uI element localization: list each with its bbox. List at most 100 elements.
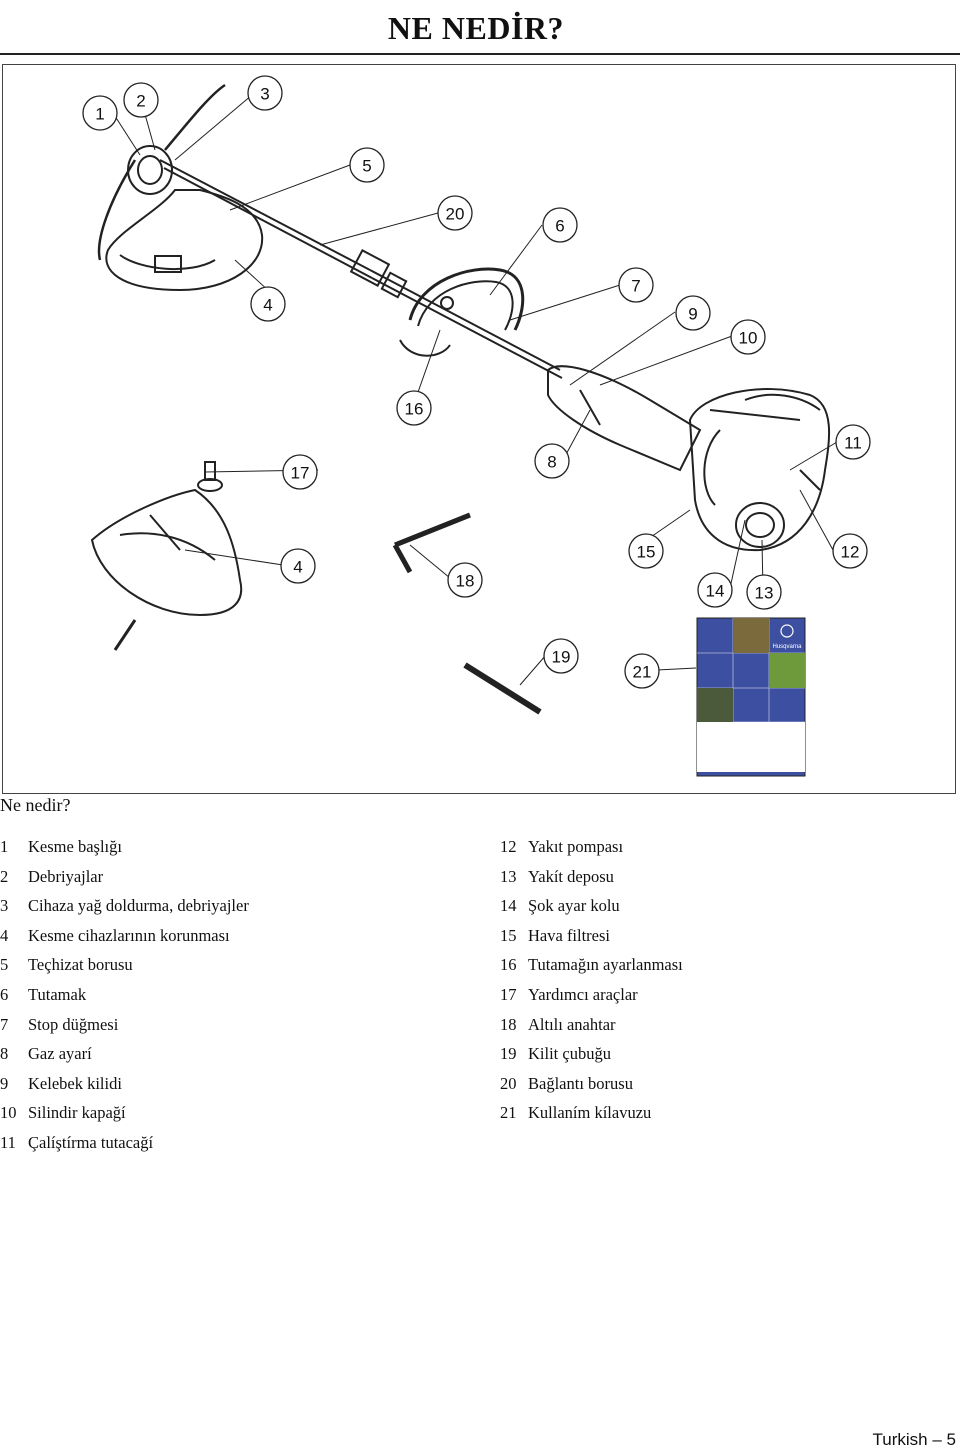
callout-4: 4 xyxy=(250,286,286,322)
husqvarna-logo-icon xyxy=(780,624,794,638)
fuel-tank xyxy=(735,502,785,548)
callout-number: 17 xyxy=(291,464,310,483)
callout-5: 5 xyxy=(349,147,385,183)
loop-handle xyxy=(408,267,525,331)
callout-7: 7 xyxy=(618,267,654,303)
callout-number: 13 xyxy=(755,584,774,603)
callout-number: 6 xyxy=(555,217,564,236)
callout-6: 6 xyxy=(542,207,578,243)
legend-item-label: Tutamağın ayarlanması xyxy=(528,955,683,975)
callout-18: 18 xyxy=(447,562,483,598)
callout-14: 14 xyxy=(697,572,733,608)
callout-number: 4 xyxy=(263,296,272,315)
callout-number: 18 xyxy=(456,572,475,591)
legend-item-label: Teçhizat borusu xyxy=(28,955,133,975)
legend-item-number: 14 xyxy=(500,896,517,916)
legend-item-number: 21 xyxy=(500,1103,517,1123)
legend-item: 10 Silindir kapağí xyxy=(0,1104,249,1134)
throttle-handle xyxy=(547,365,702,472)
callout-number: 9 xyxy=(688,305,697,324)
callout-number: 3 xyxy=(260,85,269,104)
legend-item: 5 Teçhizat borusu xyxy=(0,956,249,986)
guard-accessory xyxy=(90,488,243,617)
legend-item: 16 Tutamağın ayarlanması xyxy=(500,956,683,986)
legend-item-label: Silindir kapağí xyxy=(28,1103,126,1123)
callout-1: 1 xyxy=(82,95,118,131)
callout-3: 3 xyxy=(247,75,283,111)
callout-13: 13 xyxy=(746,574,782,610)
legend-item: 19 Kilit çubuğu xyxy=(500,1045,683,1075)
owners-manual-cover: Husqvarna xyxy=(696,617,806,777)
cutting-guard xyxy=(105,189,264,292)
parts-diagram-frame xyxy=(2,64,956,794)
legend-item-number: 15 xyxy=(500,925,517,945)
callout-number: 21 xyxy=(633,663,652,682)
auxiliary-tool xyxy=(204,461,216,481)
legend-item: 7 Stop düğmesi xyxy=(0,1014,249,1046)
legend-item-number: 11 xyxy=(0,1132,16,1152)
callout-4: 4 xyxy=(280,548,316,584)
allen-key xyxy=(392,512,471,574)
page-footer: Turkish – 5 xyxy=(872,1430,956,1449)
manual-brand: Husqvarna xyxy=(772,644,802,650)
callout-11: 11 xyxy=(835,424,871,460)
legend-item-label: Çalíştírma tutacağí xyxy=(28,1132,154,1152)
callout-number: 20 xyxy=(446,205,465,224)
legend-item-label: Yardımcı araçlar xyxy=(528,984,638,1004)
trimmer-head xyxy=(127,145,173,195)
callout-number: 11 xyxy=(844,434,862,453)
legend-item-label: Şok ayar kolu xyxy=(528,896,620,916)
header-divider xyxy=(0,53,960,55)
legend-item-label: Kilit çubuğu xyxy=(528,1044,611,1064)
legend-item-number: 20 xyxy=(500,1073,517,1093)
callout-2: 2 xyxy=(123,82,159,118)
callout-number: 10 xyxy=(739,329,758,348)
legend-item-number: 2 xyxy=(0,866,9,886)
legend-item-label: Debriyajlar xyxy=(28,866,104,886)
coupling xyxy=(349,249,391,287)
callout-21: 21 xyxy=(624,653,660,689)
legend-item-label: Stop düğmesi xyxy=(28,1014,119,1034)
legend-item-label: Yakít deposu xyxy=(528,866,614,886)
cutting-line xyxy=(97,159,137,261)
callout-number: 12 xyxy=(841,543,860,562)
legend-item-number: 16 xyxy=(500,955,517,975)
legend-item-label: Cihaza yağ doldurma, debriyajler xyxy=(28,896,249,916)
legend-item-number: 5 xyxy=(0,955,9,975)
callout-number: 16 xyxy=(405,400,424,419)
legend-item-number: 7 xyxy=(0,1014,9,1034)
legend-item-label: Yakıt pompası xyxy=(528,837,624,856)
parts-diagram: Husqvarna 12 3 5 20 6 4 7 9 10 16 11 17 8 4 15 12 18 14 13… xyxy=(82,75,871,777)
callout-10: 10 xyxy=(730,319,766,355)
callout-number: 5 xyxy=(362,157,371,176)
legend-item-number: 10 xyxy=(0,1103,17,1123)
legend-item-number: 4 xyxy=(0,925,9,945)
legend-item-number: 19 xyxy=(500,1044,517,1064)
callout-number: 15 xyxy=(637,543,656,562)
callout-19: 19 xyxy=(543,638,579,674)
legend-item: 12 Yakıt pompası xyxy=(500,838,683,868)
legend-heading: Ne nedir? xyxy=(0,795,71,815)
legend-item-number: 9 xyxy=(0,1073,9,1093)
engine-housing xyxy=(688,388,831,552)
legend-item-label: Kelebek kilidi xyxy=(28,1073,122,1093)
legend-item-number: 1 xyxy=(0,837,9,856)
callout-number: 1 xyxy=(95,105,104,124)
callout-number: 19 xyxy=(552,648,571,667)
legend-item-label: Gaz ayarí xyxy=(28,1044,92,1064)
callout-8: 8 xyxy=(534,443,570,479)
legend-item-label: Altılı anahtar xyxy=(528,1014,616,1034)
locking-pin xyxy=(463,662,542,715)
legend-item-number: 12 xyxy=(500,837,517,856)
